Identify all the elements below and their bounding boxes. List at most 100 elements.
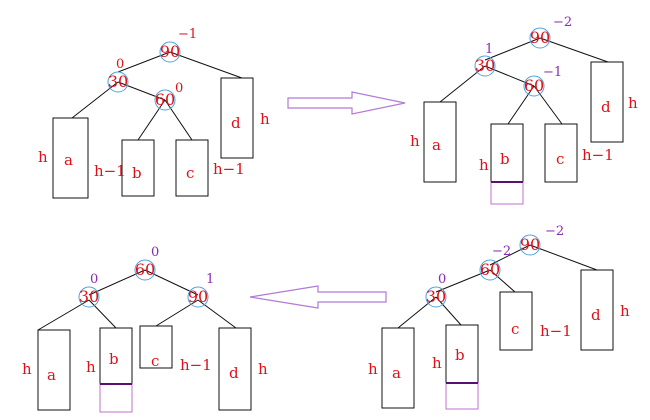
- label-a: a: [64, 151, 73, 169]
- node-60: 60: [155, 90, 175, 109]
- height-d: h: [628, 94, 638, 112]
- bf-90: −2: [545, 224, 564, 239]
- node-30: 30: [426, 287, 446, 306]
- label-b: b: [132, 164, 142, 182]
- edge-60-c: [533, 85, 563, 125]
- bf-90: −1: [178, 27, 197, 42]
- node-circle-30: [474, 55, 496, 77]
- edge-90-d: [169, 51, 243, 79]
- edge-30-a: [37, 299, 90, 331]
- node-circle-60: [479, 259, 501, 281]
- node-circle-60: [523, 75, 545, 97]
- edge-30-60: [484, 65, 535, 87]
- bf-30: 0: [438, 272, 446, 287]
- edge-60-c: [164, 99, 193, 141]
- node-circle-90: [519, 234, 541, 256]
- label-d: d: [231, 114, 241, 132]
- diagram-4: 60 30 90 0 0 1 a b c d h h h−1 h: [22, 245, 268, 413]
- label-c: c: [186, 164, 194, 182]
- edge-30-b: [88, 299, 117, 329]
- bf-30: 0: [90, 272, 98, 287]
- label-b: b: [455, 346, 465, 364]
- node-circle-60: [134, 259, 156, 281]
- edge-30-a: [397, 296, 437, 329]
- label-c: c: [151, 352, 159, 370]
- height-d: h: [620, 302, 630, 320]
- height-b: h: [479, 156, 489, 174]
- edge-90-d: [529, 244, 598, 271]
- height-a: h: [368, 360, 378, 378]
- height-c: h−1: [582, 146, 614, 164]
- bf-60: −2: [492, 244, 511, 259]
- label-c: c: [511, 320, 519, 338]
- node-circle-30: [107, 71, 129, 93]
- subtree-a: [423, 101, 457, 183]
- height-b: h: [86, 358, 96, 376]
- node-90: 90: [520, 235, 540, 254]
- subtree-d: [580, 269, 614, 351]
- diagram-2: 90 30 60 −2 1 −1 a b c d h h h−1 h: [410, 15, 638, 205]
- node-circle-60: [154, 89, 176, 111]
- node-90: 90: [530, 28, 550, 47]
- node-30: 30: [108, 72, 128, 91]
- diagram-3: 90 60 30 −2 −2 0 a b c d h h h−1 h: [368, 224, 630, 410]
- height-d: h: [258, 360, 268, 378]
- added-node-box: [99, 383, 133, 413]
- height-c: h−1: [180, 356, 212, 374]
- node-60: 60: [480, 260, 500, 279]
- subtree-c: [544, 123, 578, 183]
- bf-30: 1: [485, 42, 493, 57]
- edge-90-d: [539, 37, 609, 63]
- arrow-right: [287, 91, 406, 115]
- edge-90-60: [489, 244, 531, 266]
- subtree-a: [52, 117, 89, 199]
- node-30: 30: [79, 287, 99, 306]
- node-60: 60: [135, 260, 155, 279]
- bf-30: 0: [116, 57, 124, 72]
- subtree-d: [218, 327, 252, 411]
- edge-30-b: [435, 296, 462, 326]
- label-d: d: [591, 306, 601, 324]
- node-circle-90: [187, 286, 209, 308]
- height-a: h: [410, 132, 420, 150]
- height-a: h: [38, 148, 48, 166]
- subtree-c: [499, 291, 533, 351]
- edge-90-30: [117, 51, 171, 73]
- label-d: d: [229, 364, 239, 382]
- label-d: d: [601, 98, 611, 116]
- edge-60-c: [489, 269, 516, 293]
- height-c: h−1: [213, 160, 245, 178]
- edge-60-b: [507, 85, 535, 125]
- bf-60: −1: [543, 65, 562, 80]
- subtree-c: [175, 139, 209, 197]
- label-a: a: [432, 136, 441, 154]
- node-circle-30: [425, 286, 447, 308]
- node-90: 90: [160, 42, 180, 61]
- arrow-left: [249, 285, 387, 309]
- node-30: 30: [475, 56, 495, 75]
- edge-30-60: [117, 81, 166, 101]
- subtree-b: [490, 123, 524, 183]
- added-node-box: [445, 382, 479, 410]
- edge-60-b: [137, 99, 166, 141]
- label-c: c: [556, 150, 564, 168]
- height-c: h−1: [540, 322, 572, 340]
- node-circle-90: [159, 41, 181, 63]
- height-b: h−1: [94, 162, 126, 180]
- node-60: 60: [524, 76, 544, 95]
- diagram-1: 90 30 60 −1 0 0 a b c d h h−1 h−1 h: [38, 27, 270, 199]
- node-90: 90: [188, 287, 208, 306]
- height-a: h: [22, 360, 32, 378]
- bf-60: 0: [175, 81, 183, 96]
- height-d: h: [260, 110, 270, 128]
- bf-90: 1: [206, 272, 214, 287]
- bf-60: 0: [151, 245, 159, 260]
- subtree-a: [37, 329, 71, 411]
- label-a: a: [47, 366, 56, 384]
- subtree-b: [445, 324, 479, 384]
- added-node-box: [490, 181, 524, 205]
- bf-90: −2: [553, 15, 572, 30]
- label-b: b: [109, 350, 119, 368]
